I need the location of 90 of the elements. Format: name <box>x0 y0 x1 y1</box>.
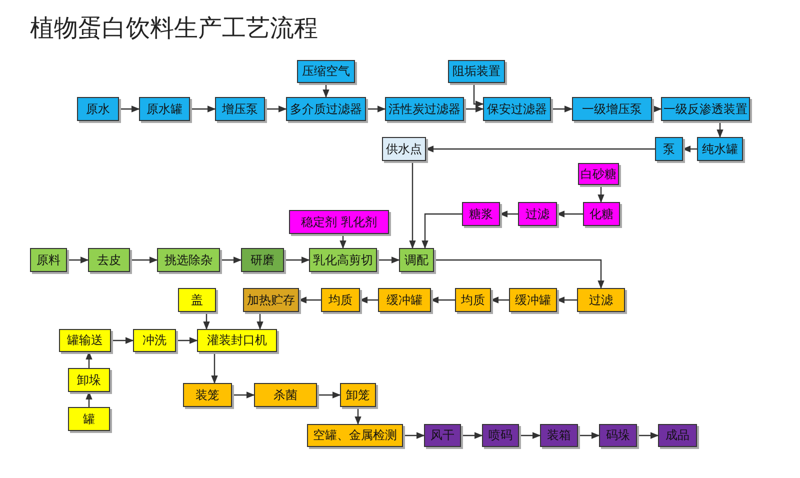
process-box: 压缩空气 <box>297 60 355 83</box>
arrow <box>86 351 92 368</box>
arrow <box>359 296 378 304</box>
arrow <box>203 312 210 330</box>
arrow <box>682 146 697 152</box>
process-box: 挑选除杂 <box>157 248 220 272</box>
process-box: 原水罐 <box>139 97 190 121</box>
arrow <box>119 106 140 112</box>
process-box: 缓冲罐 <box>378 288 431 312</box>
process-box: 研磨 <box>241 248 284 272</box>
process-box: 原料 <box>30 248 67 272</box>
arrow <box>403 432 425 439</box>
title: 植物蛋白饮料生产工艺流程 <box>30 13 318 44</box>
arrow <box>284 256 310 264</box>
arrow <box>637 432 659 439</box>
arrow <box>111 337 134 344</box>
process-box: 均质 <box>455 288 491 312</box>
arrow <box>377 256 400 264</box>
process-box: 供水点 <box>382 137 426 161</box>
process-box: 过滤 <box>518 202 557 226</box>
process-box: 缓冲罐 <box>509 288 557 312</box>
process-box: 罐输送 <box>59 329 111 352</box>
arrow <box>67 256 89 264</box>
process-box: 冲洗 <box>133 329 176 352</box>
process-box: 过滤 <box>577 288 625 312</box>
process-box: 去皮 <box>88 248 130 272</box>
process-box: 泵 <box>655 137 683 161</box>
process-box: 活性炭过滤器 <box>385 97 464 121</box>
arrow <box>464 106 484 112</box>
process-box: 装笼 <box>183 383 232 407</box>
process-box: 化糖 <box>583 202 620 226</box>
process-box: 稳定剂 乳化剂 <box>289 210 389 234</box>
arrow <box>461 432 483 439</box>
process-box: 增压泵 <box>215 97 265 121</box>
process-box: 白砂糖 <box>578 163 619 185</box>
process-box: 均质 <box>321 288 360 312</box>
process-box: 一级反渗透装置 <box>661 97 750 121</box>
process-box: 风干 <box>424 424 461 447</box>
arrow <box>519 432 541 439</box>
process-box: 罐 <box>68 407 110 431</box>
process-box: 装箱 <box>540 424 578 447</box>
arrow <box>130 256 158 264</box>
arrow <box>176 337 198 344</box>
arrow <box>232 392 255 398</box>
arrow <box>317 392 341 398</box>
arrow <box>652 106 662 112</box>
process-box: 成品 <box>658 424 697 447</box>
process-box: 加热贮存 <box>243 288 299 312</box>
process-box: 乳化高剪切 <box>309 248 377 272</box>
process-box: 多介质过滤器 <box>286 97 366 121</box>
process-box: 盖 <box>178 288 216 312</box>
arrow <box>265 106 287 112</box>
arrow <box>190 106 216 112</box>
arrow <box>340 234 346 249</box>
arrow <box>322 83 330 98</box>
process-box: 杀菌 <box>254 383 317 407</box>
arrow <box>473 83 484 108</box>
arrow <box>409 161 416 249</box>
arrow <box>499 210 518 218</box>
arrow <box>298 296 321 304</box>
arrow <box>578 432 600 439</box>
process-box: 糖浆 <box>462 202 500 226</box>
process-box: 喷码 <box>482 424 519 447</box>
arrow <box>598 185 604 203</box>
process-box: 卸垛 <box>68 368 110 392</box>
arrow <box>490 296 509 304</box>
process-box: 调配 <box>399 248 434 272</box>
process-box: 码垛 <box>599 424 637 447</box>
process-box: 一级增压泵 <box>572 97 652 121</box>
arrow <box>366 106 386 112</box>
arrow <box>716 121 724 138</box>
arrow <box>430 296 455 304</box>
arrow <box>551 106 573 112</box>
arrow <box>220 256 242 264</box>
process-box: 原水 <box>77 97 119 121</box>
process-box: 灌装封口机 <box>197 329 277 352</box>
process-box: 纯水罐 <box>697 137 743 161</box>
arrow <box>86 391 92 407</box>
arrow <box>425 146 655 152</box>
arrow <box>211 352 218 384</box>
process-box: 保安过滤器 <box>483 97 551 121</box>
arrow <box>256 312 264 330</box>
arrow <box>434 259 604 289</box>
arrow <box>354 407 362 425</box>
arrow <box>422 213 462 249</box>
arrow <box>556 296 577 304</box>
process-box: 空罐、金属检测 <box>307 424 403 447</box>
process-box: 卸笼 <box>340 383 376 407</box>
arrow <box>556 210 583 218</box>
process-box: 阻垢装置 <box>448 60 505 83</box>
